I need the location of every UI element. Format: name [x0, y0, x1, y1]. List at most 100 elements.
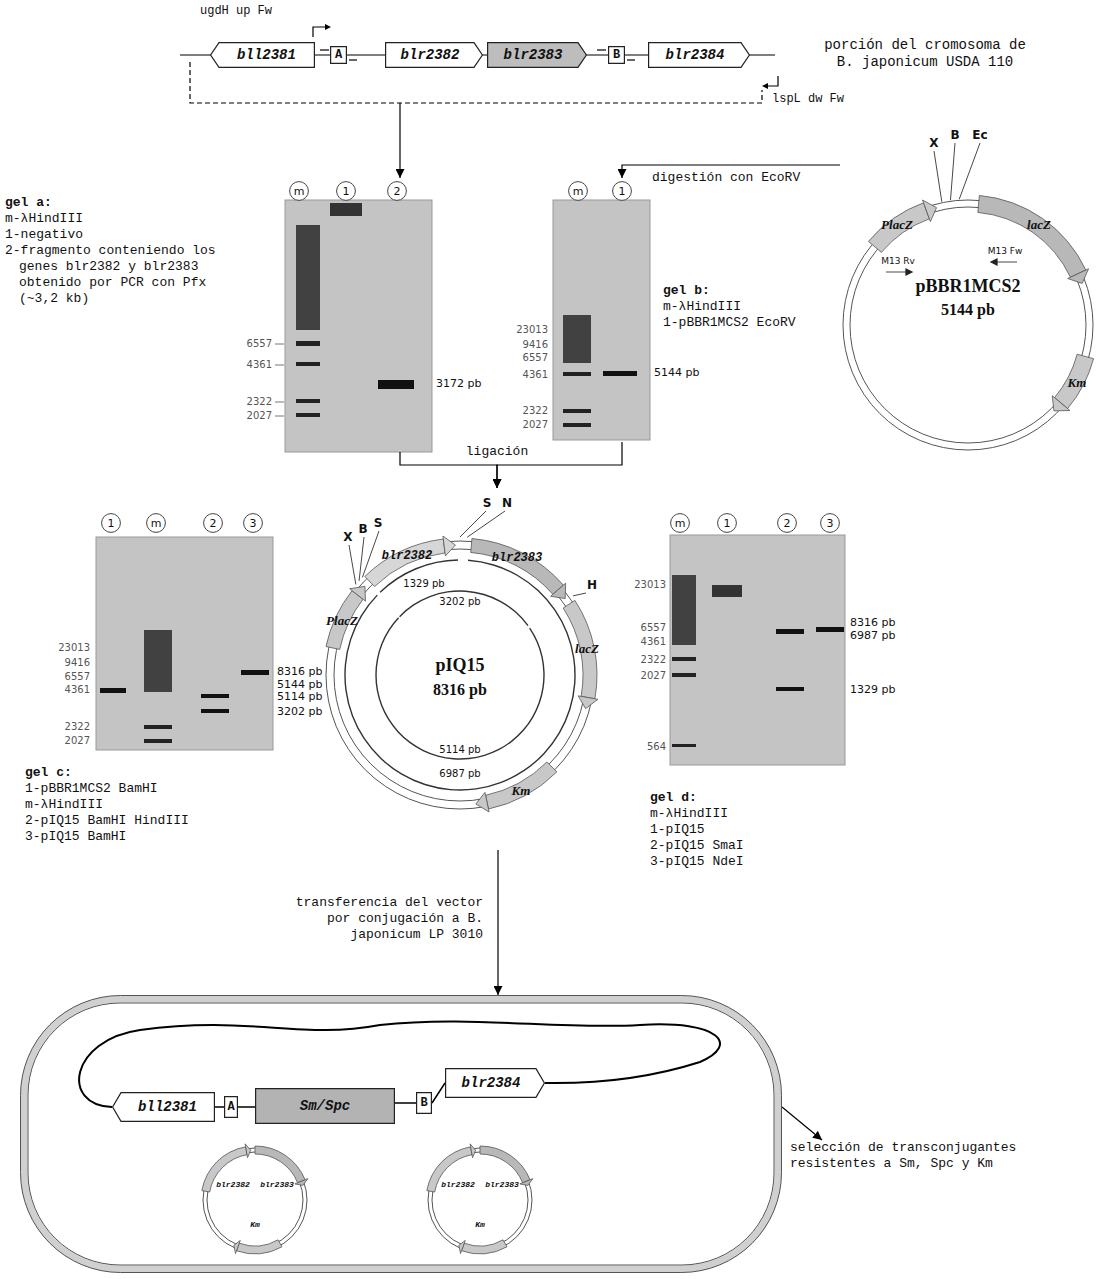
shape-group [331, 47, 347, 64]
gel-caption: gel a: [5, 195, 52, 211]
gene-segment [237, 1240, 282, 1254]
shape-group [613, 182, 632, 201]
annotation-label: X [929, 136, 938, 150]
cell-wall [24, 999, 778, 1269]
gene-tip [551, 583, 566, 598]
gel-caption: m-λHindIII [650, 806, 728, 822]
gene-segment [471, 539, 564, 595]
outline [821, 514, 840, 533]
gene-segment [1055, 354, 1094, 408]
shape-group [821, 514, 840, 533]
node-label: blr2383 [504, 47, 563, 63]
fragment-arc [375, 617, 544, 759]
annotation-label: X [343, 530, 352, 544]
gene-tip [459, 1240, 465, 1253]
node-label: bll2381 [138, 1099, 197, 1115]
gel-photo [96, 200, 845, 765]
site-leader [362, 531, 379, 577]
outline [337, 182, 356, 201]
plasmid-copy-outline [423, 1146, 537, 1254]
fragment-arc [380, 559, 458, 592]
lane-label: 1 [717, 513, 737, 533]
node-label: 3 [250, 517, 257, 530]
annotation-label: 6557 [523, 352, 548, 364]
plasmid-map: pBBR1MCS25144 pb [840, 125, 1095, 460]
outline [906, 269, 912, 275]
outline [488, 43, 587, 68]
gene-segment [326, 591, 363, 650]
annotation-label: 2322 [247, 396, 272, 408]
lane-label: 2 [387, 181, 407, 201]
gene-arrow: blr2382 [385, 42, 483, 68]
flow-arrow [782, 1107, 822, 1140]
node-label: 1 [724, 517, 731, 530]
annotation-label: 6987 pb [850, 630, 895, 642]
annotation-label: 6557 [65, 671, 90, 683]
gene-name: Km [475, 1220, 485, 1230]
annotation-label: 3202 pb [439, 596, 480, 608]
gene-arrow: bll2381 [210, 42, 315, 68]
annotation-label: 8316 pb [277, 666, 322, 678]
edge-label: transferencia del vector por conjugación… [281, 895, 485, 943]
gel-caption: gel c: [25, 765, 72, 781]
fragment-arc [344, 560, 575, 791]
annotation-label: 4361 [65, 684, 90, 696]
node-label: A [227, 1100, 234, 1114]
node-label: bll2381 [237, 47, 296, 63]
site-leader [934, 151, 942, 202]
gene-tip [923, 200, 937, 222]
node-label: 2 [784, 517, 791, 530]
annotation-label: 3202 pb [277, 706, 322, 718]
shape-group [488, 43, 587, 68]
gene-segment [255, 1146, 305, 1183]
gene-tip [476, 792, 489, 812]
lane-label: 3 [243, 513, 263, 533]
shape-group [386, 43, 483, 68]
gene-segment [462, 1240, 507, 1254]
gene-segment [486, 762, 557, 809]
outline [211, 43, 315, 68]
node-label: blr2384 [666, 47, 725, 63]
gel-caption: 1-pBBR1MCS2 BamHI [25, 781, 158, 797]
node-label: 3 [827, 517, 834, 530]
site-leader [959, 143, 980, 199]
gene-tip [245, 1144, 251, 1158]
plasmid-name: pIQ15 [435, 655, 484, 676]
gene-arrow: blr2384 [445, 1068, 545, 1098]
annotation-label: lacZ [575, 641, 599, 656]
annotation-label: 2322 [641, 654, 666, 666]
lane-label: m [146, 513, 166, 533]
edge-label: ligación [464, 444, 530, 460]
annotation-label: blr2382 [382, 549, 432, 563]
outline [290, 182, 309, 201]
annotation-label: 6557 [247, 338, 272, 350]
gel-caption: 2-pIQ15 BamHI HindIII [25, 813, 189, 829]
annotation-label: 9416 [65, 657, 90, 669]
site-leader [467, 511, 505, 537]
gel-caption: 2-pIQ15 SmaI [650, 838, 744, 854]
lane-label: m [289, 181, 309, 201]
annotation-label: H [587, 578, 597, 592]
shape-group [427, 1144, 533, 1254]
annotation-label: Ec [972, 128, 987, 142]
site-leader [349, 545, 356, 584]
annotation-label: 23013 [58, 642, 90, 654]
lane-label: 3 [820, 513, 840, 533]
plasmid-name: 8316 pb [433, 680, 487, 699]
annotation-label: B [358, 522, 367, 536]
cassette-box: Sm/Spc [255, 1088, 395, 1124]
chromosome-region: porción del cromosoma de B. japonicum US… [180, 15, 1095, 103]
site-leader [950, 143, 955, 200]
annotation-label: 2027 [65, 735, 90, 747]
lane-label: 1 [612, 181, 632, 201]
chromosome-line [180, 27, 778, 103]
annotation-label: 5144 pb [654, 367, 699, 379]
gene-tip [295, 1179, 308, 1186]
flow-arrow [497, 850, 498, 995]
annotation-label: ugdH up Fw [200, 4, 272, 18]
annotation-label: M13 Fw [988, 246, 1023, 257]
outline [256, 1089, 395, 1124]
shape-group [21, 996, 782, 1273]
gel-caption: gel b: [663, 283, 710, 299]
outline [388, 182, 407, 201]
